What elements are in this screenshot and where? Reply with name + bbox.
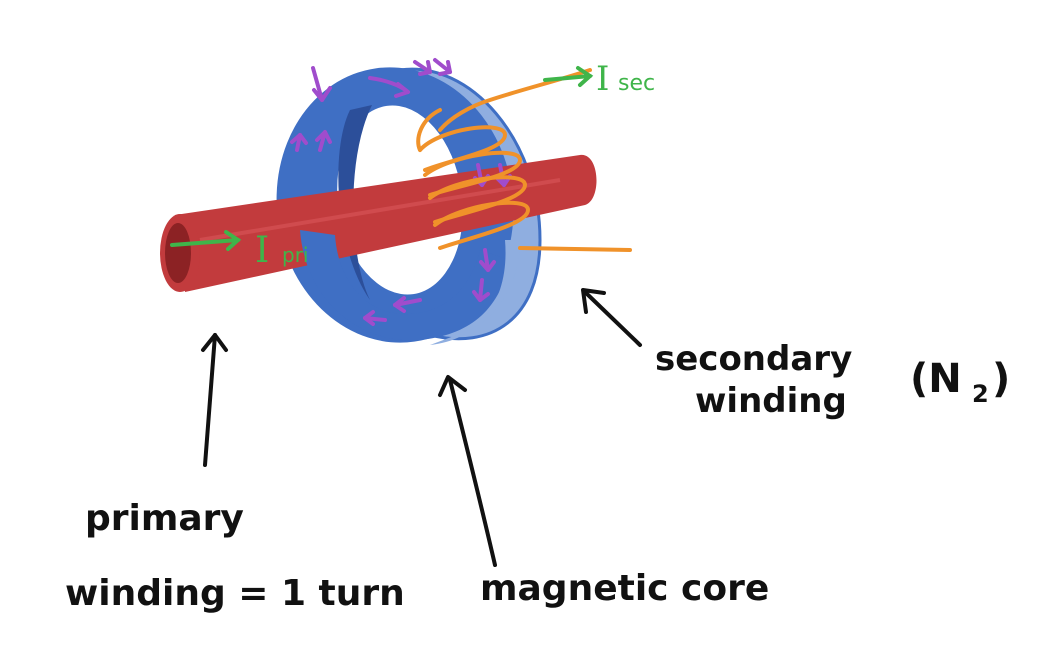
secondary-pointer-arrow: [583, 290, 642, 347]
primary-current-label: I: [255, 230, 269, 271]
primary-current-subscript: pri: [282, 243, 308, 267]
secondary-label-line2: winding: [695, 381, 847, 421]
turns-label-close: ): [992, 356, 1010, 402]
secondary-current-arrow: [543, 66, 594, 87]
turns-label-open: (N: [910, 356, 962, 402]
core-label: magnetic core: [480, 568, 769, 609]
primary-pointer-arrow: [203, 333, 217, 467]
core-pointer-arrow: [448, 378, 497, 567]
turns-label-subscript: 2: [972, 380, 989, 408]
secondary-label-line1: secondary: [655, 339, 852, 379]
secondary-current-label: I: [596, 59, 609, 99]
primary-current-arrow: [170, 230, 242, 251]
magnetic-core-front: [300, 230, 520, 345]
primary-label-line1: primary: [85, 498, 244, 539]
primary-conductor: [160, 154, 597, 292]
secondary-winding: [416, 68, 632, 252]
annotation-arrows: [201, 288, 642, 567]
secondary-current-subscript: sec: [618, 71, 655, 96]
primary-label-line2: winding = 1 turn: [65, 573, 405, 614]
